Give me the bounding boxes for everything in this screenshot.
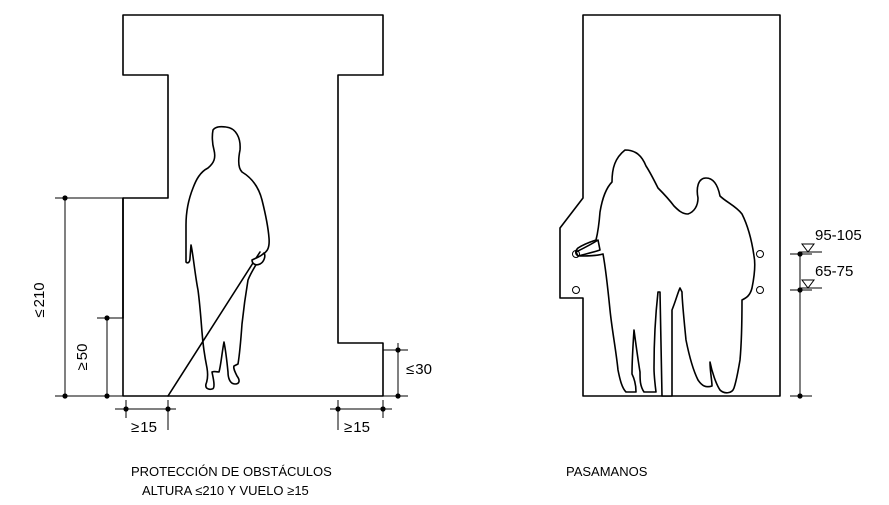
rail-height-dimension: 95-105 65-75: [790, 227, 862, 399]
people-silhouette: [575, 149, 756, 397]
level-marker-upper: [801, 243, 815, 253]
height-dimension: ≤210: [31, 195, 168, 399]
handrail-ring-right-lower: [756, 286, 764, 294]
svg-text:≥15: ≥15: [344, 419, 370, 436]
svg-text:≤210: ≤210: [31, 282, 48, 317]
caption-line-2: ALTURA ≤210 Y VUELO ≥15: [142, 483, 309, 498]
clearance-dimension: ≥50: [74, 315, 123, 399]
overhang-left-label: 15: [140, 419, 157, 436]
handrail-ring-left-lower: [572, 286, 580, 294]
handrail-drawing: 95-105 65-75 PASAMANOS: [559, 14, 862, 479]
svg-text:≥15: ≥15: [131, 419, 157, 436]
clearance-label: 50: [74, 344, 91, 361]
overhang-left-dimension: ≥15: [115, 400, 176, 436]
svg-text:≤30: ≤30: [406, 361, 432, 378]
overhang-right-dimension: ≥15: [330, 400, 392, 436]
cane-line: [167, 251, 261, 397]
svg-text:≥50: ≥50: [74, 344, 91, 371]
obstacle-protection-drawing: ≤210 ≥50 ≥15: [31, 14, 432, 498]
handrail-ring-right-upper: [756, 250, 764, 258]
person-silhouette: [185, 125, 270, 391]
low-obstacle-dimension: ≤30: [383, 343, 432, 399]
level-marker-lower: [801, 279, 815, 289]
upper-rail-height-label: 95-105: [815, 227, 862, 244]
handrail-ring-left-upper: [572, 250, 580, 258]
overhang-right-label: 15: [353, 419, 370, 436]
caption-handrail: PASAMANOS: [566, 464, 648, 479]
max-height-label: 210: [31, 282, 48, 307]
caption-line-1: PROTECCIÓN DE OBSTÁCULOS: [131, 464, 332, 479]
lower-rail-height-label: 65-75: [815, 263, 853, 280]
handrail-wall-outline: [559, 14, 781, 397]
low-obstacle-label: 30: [415, 361, 432, 378]
